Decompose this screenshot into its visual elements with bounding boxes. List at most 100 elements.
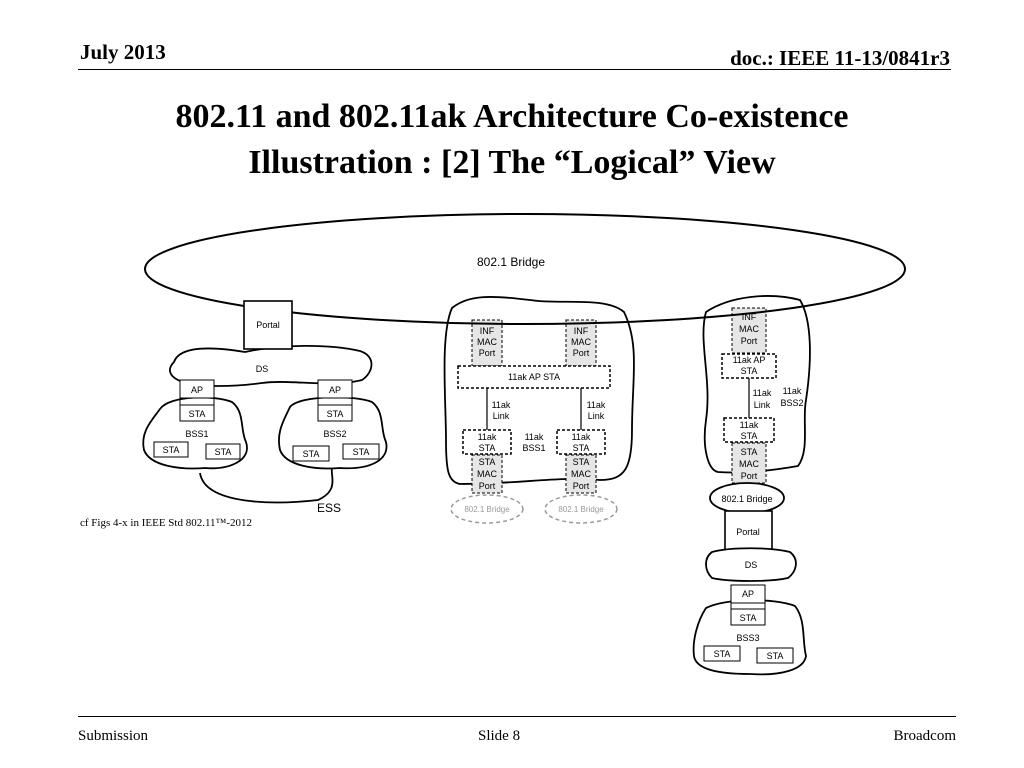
mid-mac-r-2: MAC	[571, 469, 592, 479]
ap2-box	[317, 379, 353, 399]
mid-ap-sta-label: 11ak AP STA	[508, 372, 560, 382]
right-mac-2: MAC	[739, 459, 760, 469]
mid-sta-mac-right	[565, 454, 597, 494]
mid-inf-r-1: INF	[574, 326, 589, 336]
sta-ap1-label: STA	[189, 409, 206, 419]
mid-mac-r-3: Port	[573, 481, 590, 491]
mid-bridge-right-label: 802.1 Bridge	[558, 505, 604, 514]
mid-inf-l-2: MAC	[477, 337, 498, 347]
mid-link-l-1: 11ak	[492, 400, 511, 410]
mid-mac-l-2: MAC	[477, 469, 498, 479]
right-inf-2: MAC	[739, 324, 760, 334]
right-11ak-group: INF MAC Port 11ak AP STA 11ak Link 11ak …	[702, 295, 811, 484]
footer-company: Broadcom	[893, 728, 956, 744]
right-portal-label: Portal	[736, 527, 760, 537]
bss2-sta-a-label: STA	[303, 449, 320, 459]
bss3-label: BSS3	[736, 633, 759, 643]
right-bridge-label: 802.1 Bridge	[721, 494, 772, 504]
mid-inf-l-3: Port	[479, 348, 496, 358]
bss3-sta-a-label: STA	[714, 649, 731, 659]
bss1-sta-b	[205, 443, 241, 460]
mid-sta-mac-left	[471, 454, 503, 494]
mid-sta-l-1: 11ak	[478, 432, 497, 442]
right-bss2-1: 11ak	[783, 386, 802, 396]
mid-inf-l-1: INF	[480, 326, 495, 336]
right-ap-box	[730, 584, 766, 604]
right-ds-cloud	[705, 547, 797, 582]
right-ds-label: DS	[745, 560, 758, 570]
header-date: July 2013	[80, 40, 166, 64]
mid-sta-l-2: STA	[479, 443, 496, 453]
right-80211-chain: 802.1 Bridge Portal DS AP STA BSS3 STA S…	[692, 482, 807, 676]
ap1-label: AP	[191, 385, 203, 395]
mid-link-r-1: 11ak	[587, 400, 606, 410]
sta-ap1-box	[179, 404, 215, 422]
right-ap-sta-1: 11ak AP	[733, 355, 766, 365]
footer-submission: Submission	[78, 728, 149, 744]
portal-label: Portal	[256, 320, 280, 330]
right-ap-sta-box	[730, 608, 766, 626]
bss1-sta-b-label: STA	[215, 447, 232, 457]
header-rule	[78, 69, 951, 70]
right-mac-3: Port	[741, 471, 758, 481]
bss2-sta-a	[292, 445, 330, 462]
mid-mac-r-1: STA	[573, 457, 590, 467]
right-mac-1: STA	[741, 447, 758, 457]
ess-label: ESS	[317, 501, 341, 515]
right-ap-sta-label: STA	[740, 613, 757, 623]
mid-bss1-2: BSS1	[522, 443, 545, 453]
mid-bridge-left-label: 802.1 Bridge	[464, 505, 510, 514]
slide-title: 802.11 and 802.11ak Architecture Co-exis…	[40, 94, 984, 186]
mid-link-r-2: Link	[588, 411, 605, 421]
title-line-1: 802.11 and 802.11ak Architecture Co-exis…	[175, 98, 849, 135]
bss3-sta-a	[703, 645, 741, 662]
title-line-2: Illustration : [2] The “Logical” View	[248, 144, 776, 181]
right-sta-1: 11ak	[740, 420, 759, 430]
header-doc-id: doc.: IEEE 11-13/0841r3	[730, 46, 950, 70]
ds-label: DS	[256, 364, 269, 374]
bss2-sta-b	[342, 443, 380, 460]
right-sta-2: STA	[741, 431, 758, 441]
bss1-label: BSS1	[185, 429, 208, 439]
bridge-ellipse	[144, 213, 906, 325]
bridge-label: 802.1 Bridge	[477, 255, 545, 269]
bss1-sta-a-label: STA	[163, 445, 180, 455]
mid-ap-sta-box	[457, 365, 611, 389]
footer-rule	[78, 716, 956, 717]
mid-inf-r-2: MAC	[571, 337, 592, 347]
bss2-label: BSS2	[323, 429, 346, 439]
ap1-box	[179, 379, 215, 399]
ap2-label: AP	[329, 385, 341, 395]
bss3-sta-b	[756, 647, 794, 664]
mid-sta-r-2: STA	[573, 443, 590, 453]
mid-inf-r-3: Port	[573, 348, 590, 358]
right-link-2: Link	[754, 400, 771, 410]
right-inf-3: Port	[741, 336, 758, 346]
mid-mac-l-1: STA	[479, 457, 496, 467]
right-link-1: 11ak	[753, 388, 772, 398]
footer-slide-number: Slide 8	[478, 728, 521, 744]
mid-bridge-left	[450, 494, 524, 524]
mid-bridge-right	[544, 494, 618, 524]
portal-box	[243, 300, 293, 350]
mid-sta-r-1: 11ak	[572, 432, 591, 442]
mid-link-l-2: Link	[493, 411, 510, 421]
sta-ap2-box	[317, 404, 353, 422]
left-80211-group: ESS DS Portal AP STA BSS1 STA STA AP STA	[80, 300, 388, 529]
middle-11ak-group: INF MAC Port INF MAC Port 11ak AP STA 11…	[443, 296, 635, 524]
right-portal-box	[724, 510, 773, 552]
mid-bss1-1: 11ak	[525, 432, 544, 442]
mid-11ak-sta-left	[462, 429, 512, 455]
right-ap-label: AP	[742, 589, 754, 599]
figure-caption: cf Figs 4-x in IEEE Std 802.11™-2012	[80, 517, 252, 529]
bss2-sta-b-label: STA	[353, 447, 370, 457]
right-ap-sta-2: STA	[741, 366, 758, 376]
bss1-sta-a	[153, 441, 189, 458]
sta-ap2-label: STA	[327, 409, 344, 419]
right-inf-1: INF	[742, 312, 757, 322]
right-11ak-sta	[723, 417, 775, 443]
mid-11ak-sta-right	[556, 429, 606, 455]
mid-mac-l-3: Port	[479, 481, 496, 491]
